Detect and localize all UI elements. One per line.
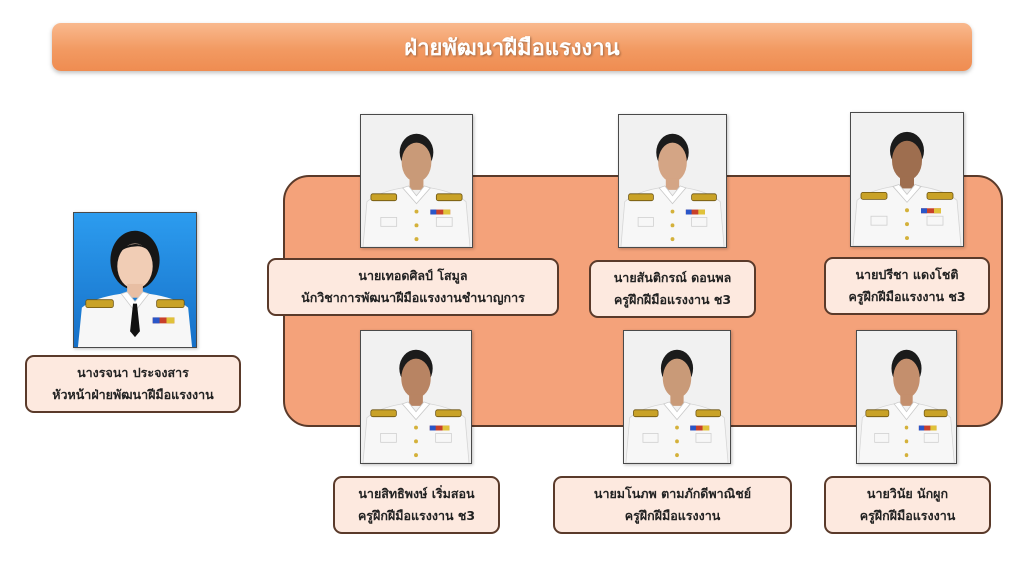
portrait-photo-icon <box>624 331 730 463</box>
head-photo <box>73 212 197 348</box>
staff-name-card: นายเทอดศิลป์ โสมูล นักวิชาการพัฒนาฝีมือแ… <box>267 258 559 316</box>
staff-photo <box>856 330 957 464</box>
staff-photo <box>850 112 964 247</box>
portrait-photo-icon <box>857 331 956 463</box>
head-name-card: นางรจนา ประจงสาร หัวหน้าฝ่ายพัฒนาฝีมือแร… <box>25 355 241 413</box>
page-title: ฝ่ายพัฒนาฝีมือแรงงาน <box>404 35 620 61</box>
staff-position: ครูฝึกฝีมือแรงงาน <box>859 508 956 523</box>
staff-position: นักวิชาการพัฒนาฝีมือแรงงานชำนาญการ <box>301 290 525 305</box>
staff-name: นายวินัย นักผูก <box>866 486 949 501</box>
staff-position: ครูฝึกฝีมือแรงงาน ช3 <box>848 289 966 304</box>
head-position: หัวหน้าฝ่ายพัฒนาฝีมือแรงงาน <box>52 387 214 402</box>
portrait-photo-icon <box>619 115 726 247</box>
staff-name: นายเทอดศิลป์ โสมูล <box>358 268 468 283</box>
staff-name-card: นายปรีชา แดงโชติ ครูฝึกฝีมือแรงงาน ช3 <box>824 257 990 315</box>
staff-name-card: นายสิทธิพงษ์ เริ่มสอน ครูฝึกฝีมือแรงงาน … <box>333 476 500 534</box>
staff-photo <box>618 114 727 248</box>
portrait-photo-icon <box>851 113 963 246</box>
staff-name: นายมโนภพ ตามภักดีพาณิชย์ <box>593 486 752 501</box>
portrait-photo-icon <box>361 115 472 247</box>
portrait-photo-icon <box>74 213 196 347</box>
staff-name: นายสันติกรณ์ ดอนพล <box>613 270 732 285</box>
portrait-photo-icon <box>361 331 471 463</box>
head-name: นางรจนา ประจงสาร <box>77 365 189 380</box>
staff-photo <box>623 330 731 464</box>
staff-position: ครูฝึกฝีมือแรงงาน ช3 <box>357 508 476 523</box>
staff-name-card: นายสันติกรณ์ ดอนพล ครูฝึกฝีมือแรงงาน ช3 <box>589 260 756 318</box>
staff-name: นายสิทธิพงษ์ เริ่มสอน <box>358 486 475 501</box>
staff-photo <box>360 114 473 248</box>
title-banner: ฝ่ายพัฒนาฝีมือแรงงาน <box>52 23 972 71</box>
staff-name: นายปรีชา แดงโชติ <box>855 267 959 282</box>
staff-name-card: นายมโนภพ ตามภักดีพาณิชย์ ครูฝึกฝีมือแรงง… <box>553 476 792 534</box>
staff-photo <box>360 330 472 464</box>
staff-position: ครูฝึกฝีมือแรงงาน ช3 <box>613 292 732 307</box>
staff-name-card: นายวินัย นักผูก ครูฝึกฝีมือแรงงาน <box>824 476 991 534</box>
staff-position: ครูฝึกฝีมือแรงงาน <box>624 508 721 523</box>
